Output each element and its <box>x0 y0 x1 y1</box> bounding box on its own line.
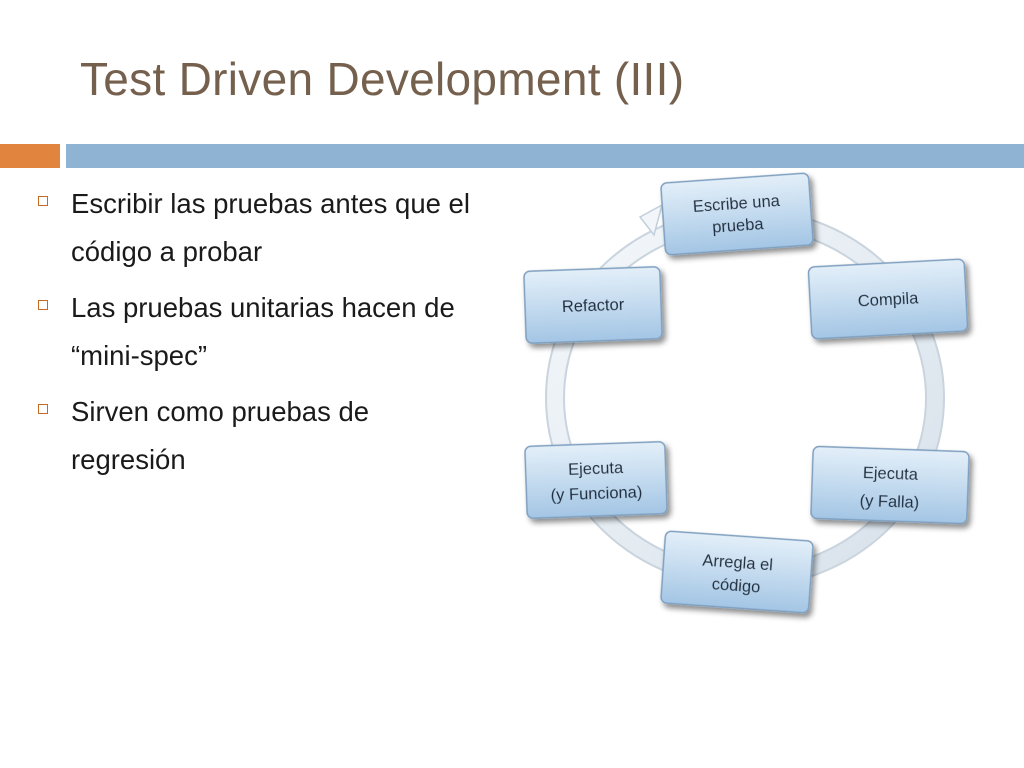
cycle-node-escribe-prueba: Escribe una prueba <box>660 172 814 256</box>
bullet-text: Sirven como pruebas de regresión <box>71 396 370 475</box>
node-label: prueba <box>712 215 765 237</box>
square-bullet-icon <box>38 404 48 414</box>
slide-title: Test Driven Development (III) <box>80 53 685 105</box>
bullet-list: Escribir las pruebas antes que el código… <box>38 180 478 492</box>
node-label: Ejecuta <box>863 464 919 484</box>
node-label: Refactor <box>562 296 625 316</box>
bullet-text: Las pruebas unitarias hacen de “mini-spe… <box>71 292 455 371</box>
cycle-node-compila: Compila <box>807 258 969 340</box>
bullet-item: Sirven como pruebas de regresión <box>38 388 478 484</box>
bullet-item: Escribir las pruebas antes que el código… <box>38 180 478 276</box>
bullet-item: Las pruebas unitarias hacen de “mini-spe… <box>38 284 478 380</box>
cycle-node-refactor: Refactor <box>523 266 663 344</box>
node-label: (y Falla) <box>859 492 919 512</box>
title-accent-bar-orange <box>0 144 60 168</box>
node-label: Ejecuta <box>568 459 624 479</box>
tdd-cycle-diagram: Escribe una prueba Compila Ejecuta (y Fa… <box>523 172 970 614</box>
cycle-node-arregla-codigo: Arregla el código <box>660 530 814 614</box>
title-accent-bar-blue <box>66 144 1024 168</box>
node-label: Compila <box>857 289 919 310</box>
cycle-node-ejecuta-funciona: Ejecuta (y Funciona) <box>524 441 668 519</box>
cycle-arrow-icon <box>638 203 664 237</box>
node-label: código <box>711 575 761 596</box>
cycle-node-ejecuta-falla: Ejecuta (y Falla) <box>810 445 970 525</box>
bullet-text: Escribir las pruebas antes que el código… <box>71 188 470 267</box>
node-label: (y Funciona) <box>550 483 642 504</box>
square-bullet-icon <box>38 300 48 310</box>
square-bullet-icon <box>38 196 48 206</box>
node-label: Arregla el <box>702 552 774 575</box>
